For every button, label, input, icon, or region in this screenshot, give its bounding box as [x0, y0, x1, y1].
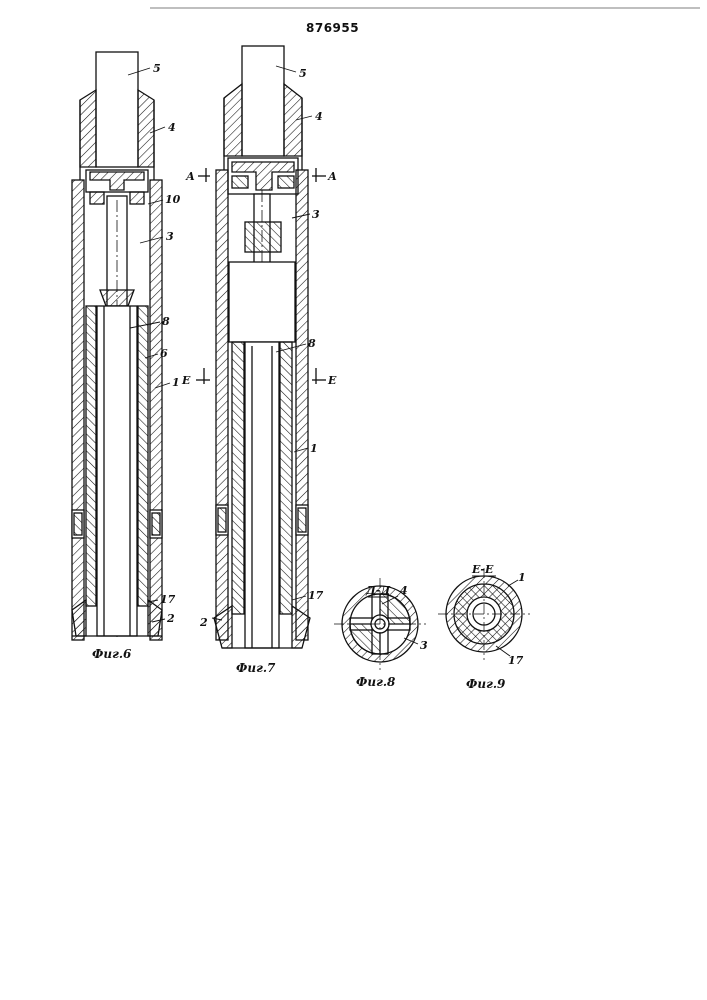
fig7-label-2: 2 [199, 616, 208, 629]
fig8-label-3: 3 [420, 639, 428, 652]
fig7-label-4: 4 [315, 110, 323, 123]
fig8-caption: Фиг.8 [356, 675, 396, 689]
fig9-label-1: 1 [518, 571, 526, 584]
fig6-label-3: 3 [166, 230, 174, 243]
section-mark-e-left: Е [181, 374, 191, 387]
fig6-label-8: 8 [162, 315, 170, 328]
fig9-section-title: Е-Е [471, 563, 494, 576]
fig6-caption: Фиг.6 [92, 647, 132, 661]
fig6-label-6: 6 [160, 347, 168, 360]
fig6-label-2: 2 [166, 612, 175, 625]
fig6-label-5: 5 [153, 62, 161, 75]
fig8-section-title: Д-Д [365, 584, 390, 597]
fig7-label-17: 17 [308, 589, 324, 602]
fig9-caption: Фиг.9 [466, 677, 506, 691]
fig9-label-17: 17 [508, 654, 524, 667]
fig6-label-1: 1 [172, 376, 180, 389]
section-mark-e-right: Е [327, 374, 337, 387]
fig7-label-5: 5 [299, 67, 307, 80]
fig7-label-8: 8 [308, 337, 316, 350]
section-mark-a-right: А [327, 170, 337, 183]
figure-9 [438, 568, 530, 660]
fig6-label-17: 17 [160, 593, 176, 606]
figure-7 [196, 46, 326, 648]
fig7-label-1: 1 [310, 442, 318, 455]
fig7-caption: Фиг.7 [236, 661, 276, 675]
section-mark-a-left: А [185, 170, 195, 183]
figure-6 [72, 52, 162, 640]
fig7-label-3: 3 [312, 208, 320, 221]
fig6-label-4: 4 [168, 121, 176, 134]
fig8-label-4: 4 [400, 584, 408, 597]
fig6-label-10: 10 [165, 193, 181, 206]
